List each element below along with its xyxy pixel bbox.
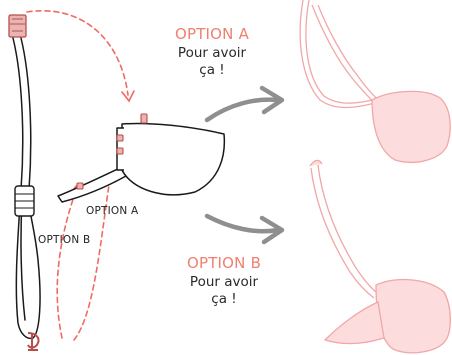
strap-slider [15,186,34,216]
option-b-line-1: Pour avoir [172,275,276,291]
strap-top-hook [9,15,26,37]
option-b-line-2: ça ! [172,292,276,308]
option-b-title: OPTION B [172,255,276,272]
option-a-title: OPTION A [160,26,264,43]
diagram-label-option-a: OPTION A [86,205,138,217]
arrow-to-option-b [207,216,282,242]
option-b-caption: OPTION B Pour avoir ça ! [172,255,276,307]
result-a [300,0,450,162]
option-a-line-1: Pour avoir [160,46,264,62]
diagram-label-option-b: OPTION B [38,234,90,246]
option-a-caption: OPTION A Pour avoir ça ! [160,26,264,78]
result-b [310,160,450,352]
option-a-line-2: ça ! [160,63,264,79]
arrow-to-option-a [207,88,282,120]
strap-bottom-hook [28,333,39,350]
center-cup [58,123,224,202]
